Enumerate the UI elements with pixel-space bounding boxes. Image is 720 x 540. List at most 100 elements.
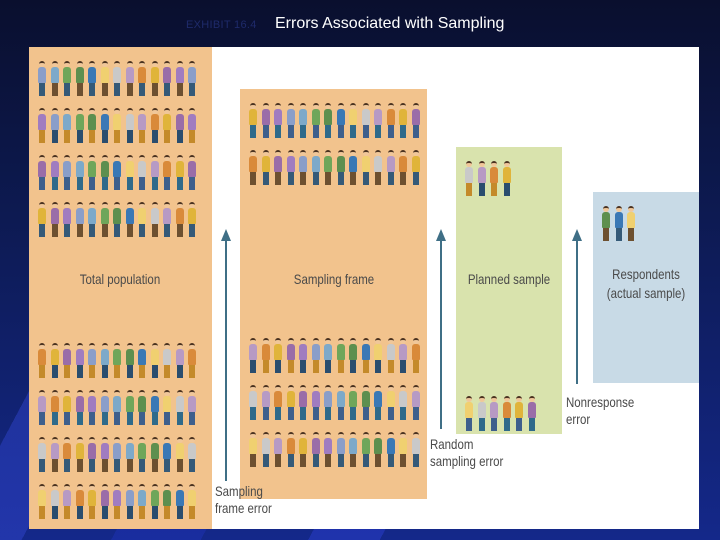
- person-body: [188, 114, 196, 130]
- person-legs: [151, 130, 158, 143]
- person-body: [349, 344, 357, 360]
- person-body: [150, 443, 159, 459]
- person-legs: [114, 365, 120, 378]
- person-figure-icon: [62, 343, 71, 379]
- person-body: [175, 208, 184, 224]
- person-figure-icon: [75, 202, 84, 238]
- person-figure-icon: [348, 103, 357, 139]
- person-legs: [164, 130, 170, 143]
- person-legs: [176, 130, 183, 143]
- person-body: [150, 114, 159, 130]
- person-head: [51, 155, 58, 161]
- person-figure-icon: [489, 161, 498, 197]
- person-legs: [39, 412, 45, 425]
- person-figure-icon: [87, 437, 96, 473]
- person-legs: [362, 125, 369, 138]
- person-head: [312, 432, 319, 438]
- person-legs: [126, 412, 133, 425]
- person-body: [163, 161, 171, 177]
- person-body: [38, 349, 46, 365]
- person-legs: [337, 454, 344, 467]
- person-head: [516, 396, 522, 402]
- person-body: [324, 344, 332, 360]
- person-legs: [350, 125, 356, 138]
- person-head: [176, 61, 183, 67]
- person-legs: [126, 365, 133, 378]
- person-figure-icon: [87, 108, 96, 144]
- person-figure-icon: [125, 155, 134, 191]
- person-legs: [64, 224, 70, 237]
- person-legs: [262, 360, 269, 373]
- person-body: [163, 208, 171, 224]
- person-head: [362, 150, 369, 156]
- person-body: [386, 391, 395, 407]
- person-legs: [89, 130, 95, 143]
- person-head: [350, 150, 356, 156]
- person-legs: [491, 183, 497, 196]
- person-head: [250, 385, 256, 391]
- person-figure-icon: [162, 390, 171, 426]
- person-figure-icon: [175, 202, 184, 238]
- person-body: [100, 67, 109, 83]
- person-legs: [76, 412, 83, 425]
- person-legs: [76, 365, 83, 378]
- person-body: [75, 67, 84, 83]
- person-legs: [64, 83, 70, 96]
- person-body: [249, 344, 257, 360]
- person-head: [64, 484, 70, 490]
- person-body: [399, 344, 407, 360]
- person-legs: [76, 224, 83, 237]
- person-head: [89, 437, 95, 443]
- person-head: [189, 484, 195, 490]
- person-body: [88, 443, 96, 459]
- person-head: [76, 390, 83, 396]
- person-body: [299, 156, 307, 172]
- person-body: [299, 109, 307, 125]
- person-figure-icon: [311, 338, 320, 374]
- person-figure-icon: [62, 61, 71, 97]
- person-head: [275, 103, 281, 109]
- person-body: [38, 161, 46, 177]
- person-head: [189, 343, 195, 349]
- person-legs: [287, 172, 294, 185]
- person-legs: [250, 454, 256, 467]
- person-legs: [603, 228, 609, 241]
- person-head: [325, 103, 331, 109]
- person-figure-icon: [50, 155, 59, 191]
- person-figure-icon: [261, 103, 270, 139]
- person-head: [64, 390, 70, 396]
- person-head: [275, 432, 281, 438]
- person-body: [336, 344, 345, 360]
- person-head: [101, 202, 108, 208]
- person-figure-icon: [187, 155, 196, 191]
- person-head: [275, 385, 281, 391]
- person-head: [300, 103, 306, 109]
- person-legs: [189, 130, 195, 143]
- person-head: [387, 385, 394, 391]
- person-legs: [300, 454, 306, 467]
- person-legs: [51, 83, 58, 96]
- person-body: [88, 396, 96, 412]
- person-figure-icon: [87, 61, 96, 97]
- person-body: [100, 114, 109, 130]
- person-body: [311, 391, 320, 407]
- person-body: [63, 114, 71, 130]
- person-figure-icon: [187, 390, 196, 426]
- person-legs: [76, 506, 83, 519]
- person-figure-icon: [464, 396, 473, 432]
- person-legs: [287, 407, 294, 420]
- person-legs: [51, 412, 58, 425]
- person-legs: [164, 506, 170, 519]
- person-body: [125, 349, 134, 365]
- person-figure-icon: [187, 108, 196, 144]
- person-figure-icon: [75, 155, 84, 191]
- person-legs: [89, 177, 95, 190]
- person-figure-icon: [361, 150, 370, 186]
- person-head: [189, 202, 195, 208]
- person-body: [286, 109, 295, 125]
- person-body: [627, 212, 635, 228]
- person-body: [50, 349, 59, 365]
- person-figure-icon: [626, 206, 635, 242]
- person-body: [274, 438, 282, 454]
- person-legs: [387, 407, 394, 420]
